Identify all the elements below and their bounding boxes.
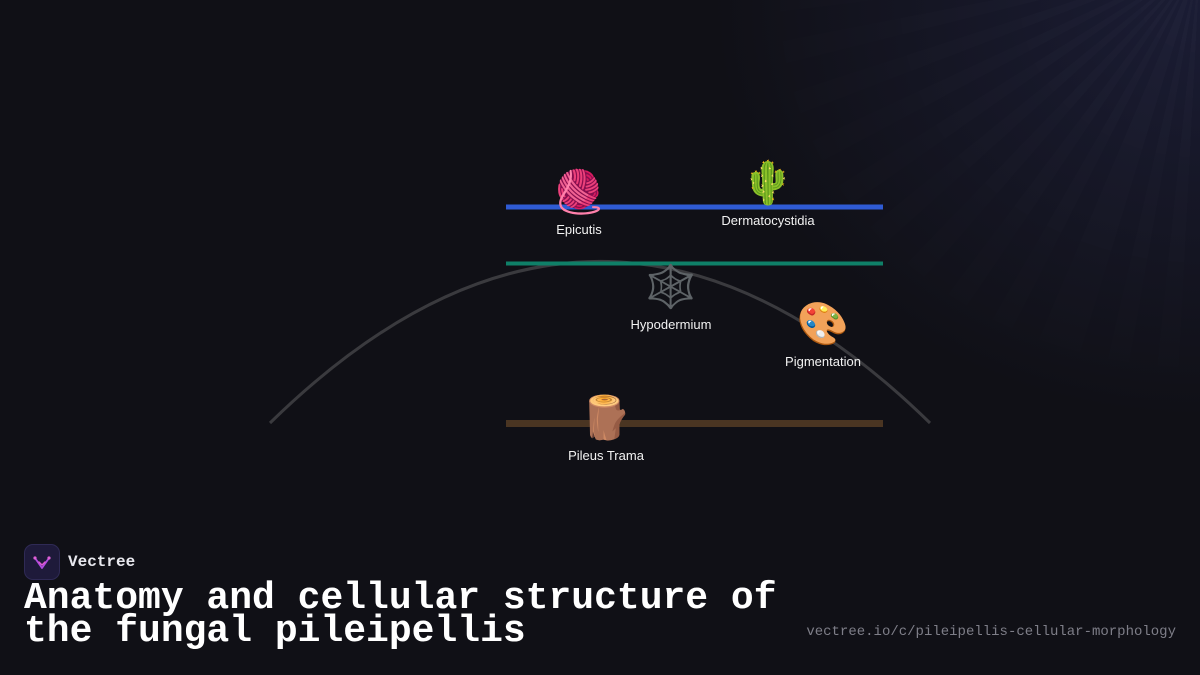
cactus-icon: 🌵 — [741, 159, 795, 206]
page-title: Anatomy and cellular structure of the fu… — [24, 577, 777, 653]
node-label: Pileus Trama — [568, 448, 644, 463]
wood-log-icon: 🪵 — [579, 394, 633, 441]
artist-palette-icon: 🎨 — [796, 300, 850, 347]
node-label: Dermatocystidia — [721, 213, 815, 228]
node-epicutis: 🧶 Epicutis — [553, 168, 605, 237]
node-label: Epicutis — [556, 222, 602, 237]
node-pileus-trama: 🪵 Pileus Trama — [568, 394, 644, 463]
yarn-ball-icon: 🧶 — [552, 168, 606, 215]
brand[interactable]: Vectree — [24, 544, 135, 580]
node-dermatocystidia: 🌵 Dermatocystidia — [721, 159, 814, 228]
vectree-logo-icon — [24, 544, 60, 580]
page-url[interactable]: vectree.io/c/pileipellis-cellular-morpho… — [806, 624, 1176, 640]
node-label: Pigmentation — [785, 354, 861, 369]
spider-web-icon: 🕸️ — [644, 263, 698, 310]
node-hypodermium: 🕸️ Hypodermium — [631, 263, 712, 332]
node-label: Hypodermium — [630, 317, 712, 332]
brand-name: Vectree — [68, 553, 136, 571]
node-pigmentation: 🎨 Pigmentation — [785, 300, 861, 369]
